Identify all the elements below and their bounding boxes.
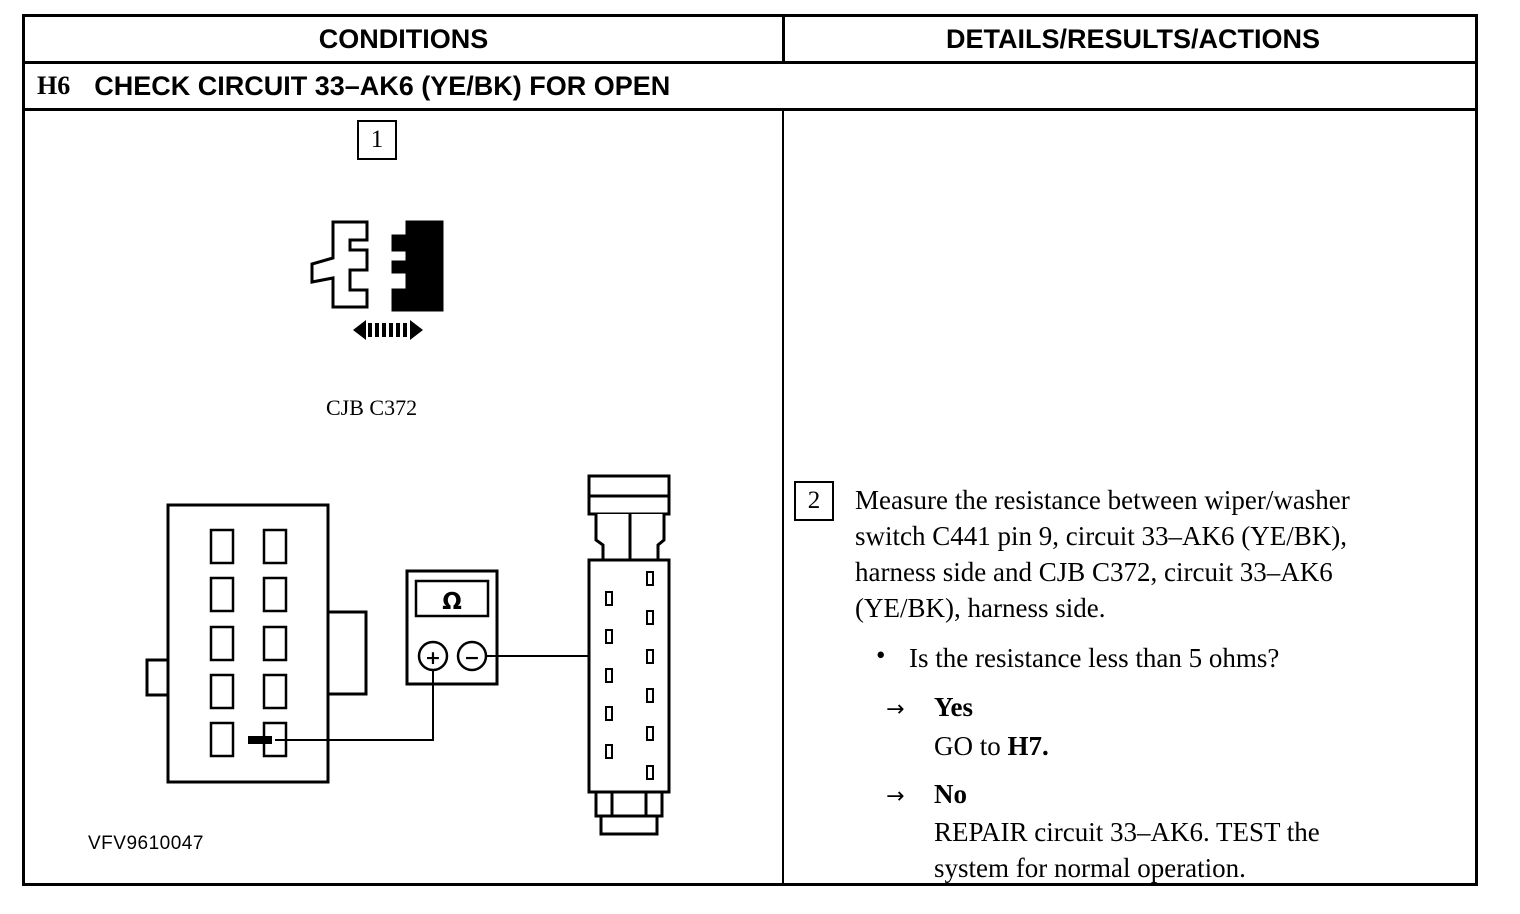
no-action-line: system for normal operation. (934, 853, 1246, 883)
figure-id: VFV9610047 (88, 833, 204, 854)
instruction-line: Measure the resistance between wiper/was… (855, 485, 1350, 515)
negative-terminal-label: − (464, 647, 480, 669)
ohm-symbol: Ω (442, 589, 462, 615)
no-action: REPAIR circuit 33–AK6. TEST the system f… (934, 814, 1320, 886)
no-label: No (934, 779, 967, 809)
bullet-icon: • (876, 640, 886, 670)
question-text: Is the resistance less than 5 ohms? (909, 643, 1280, 673)
instruction-line: (YE/BK), harness side. (855, 593, 1106, 623)
double-arrow-icon (353, 320, 423, 340)
probe-tip-left (248, 736, 272, 744)
yes-action-prefix: GO to (934, 731, 1008, 761)
step-1-box: 1 (357, 120, 397, 160)
step-2-box: 2 (794, 481, 834, 521)
connector-disconnect-icon (310, 220, 444, 312)
column-divider (782, 111, 784, 886)
step-title: CHECK CIRCUIT 33–AK6 (YE/BK) FOR OPEN (94, 70, 671, 101)
arrow-right-icon: → (886, 784, 905, 809)
instruction-line: switch C441 pin 9, circuit 33–AK6 (YE/BK… (855, 521, 1347, 551)
positive-terminal-label: + (425, 647, 441, 669)
instruction-text: Measure the resistance between wiper/was… (855, 482, 1350, 626)
instruction-line: harness side and CJB C372, circuit 33–AK… (855, 557, 1333, 587)
switch-connector (587, 474, 671, 836)
conditions-header: CONDITIONS (318, 23, 489, 54)
details-header: DETAILS/RESULTS/ACTIONS (945, 23, 1320, 54)
title-rule (25, 108, 1475, 111)
yes-action: GO to H7. (934, 728, 1049, 764)
header-divider (782, 17, 785, 61)
yes-label: Yes (934, 692, 973, 722)
connector-caption: CJB C372 (326, 395, 418, 420)
step-title-row: H6 CHECK CIRCUIT 33–AK6 (YE/BK) FOR OPEN (37, 64, 670, 108)
ohmmeter (405, 569, 499, 686)
cjb-connector-face (145, 503, 368, 784)
yes-action-target: H7. (1007, 731, 1049, 761)
arrow-right-icon: → (886, 697, 905, 722)
no-action-line: REPAIR circuit 33–AK6. TEST the (934, 817, 1320, 847)
header-rule (25, 61, 1475, 64)
diagnostic-table: CONDITIONS DETAILS/RESULTS/ACTIONS H6 CH… (22, 14, 1478, 886)
step-id: H6 (37, 71, 71, 100)
